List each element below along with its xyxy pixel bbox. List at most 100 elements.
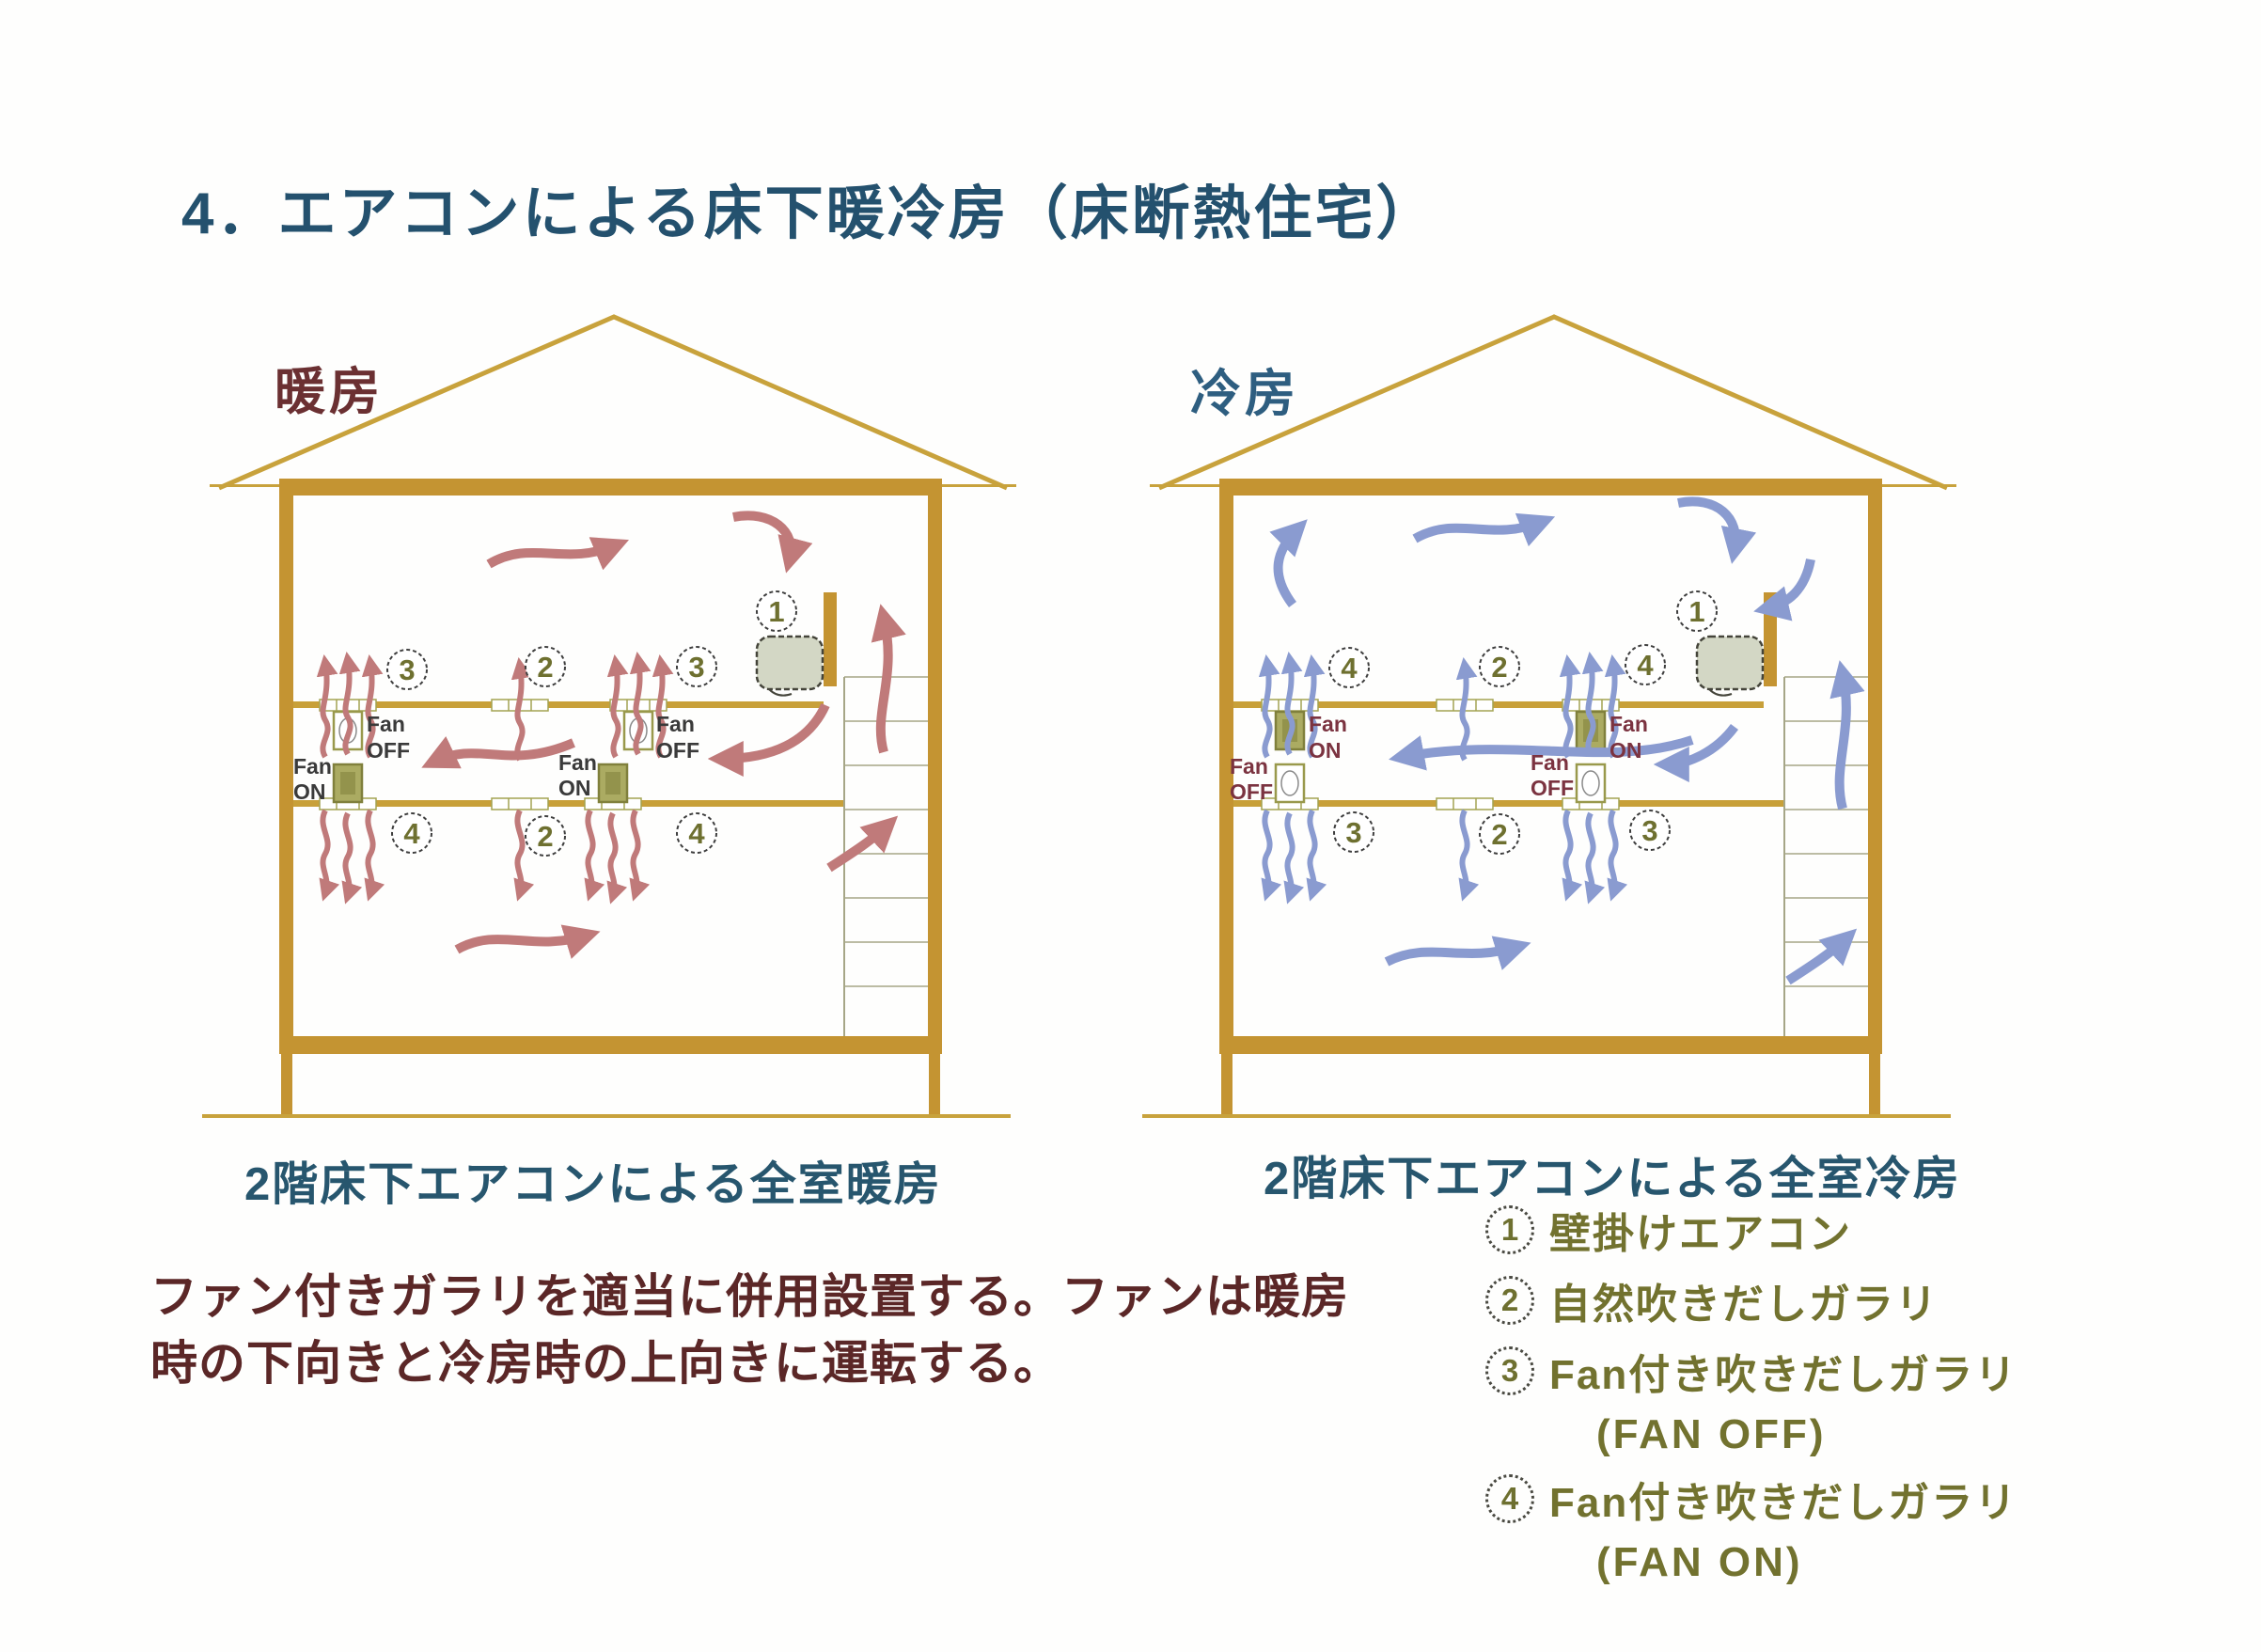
first-ceiling-line	[1233, 800, 1784, 807]
upstairs-right-arrow	[1412, 512, 1556, 547]
legend-item-natural-grille: 2 自然吹きだしガラリ	[1485, 1270, 2018, 1330]
cavity-left-arrow	[421, 736, 575, 769]
roof	[1158, 314, 1948, 491]
heating-house-diagram: Fan OFF Fan OFF Fan ON Fan ON 3 2 3 4 2 …	[202, 314, 1016, 1118]
room-airflow-arrows	[421, 511, 906, 959]
svg-text:Fan: Fan	[656, 712, 695, 736]
stair-lower-arrow	[1785, 928, 1858, 985]
upstairs-down-arrow	[732, 511, 813, 574]
ac-body	[755, 635, 824, 691]
svg-text:2: 2	[537, 651, 553, 684]
fan-grille-off	[1575, 763, 1607, 804]
svg-text:4: 4	[688, 817, 705, 850]
ac-partition-wall	[824, 592, 837, 686]
second-floor-line	[1233, 701, 1764, 708]
ceiling-beam	[279, 479, 942, 496]
stair-lower-arrow	[826, 815, 899, 873]
usage-note-line2: 時の下向きと冷房時の上向きに運転する。	[150, 1337, 1061, 1390]
legend-sub-fan-off: (FAN OFF)	[1596, 1411, 1827, 1457]
fan-state-labels: Fan ON Fan ON Fan OFF Fan OFF	[1230, 712, 1648, 804]
callout-markers: 3 2 3 4 2 4 1	[386, 590, 797, 857]
svg-text:Fan: Fan	[367, 712, 405, 736]
legend-label-4: Fan付き吹きだしガラリ	[1549, 1480, 2018, 1526]
svg-text:3: 3	[399, 653, 415, 686]
right-wall	[928, 479, 942, 1054]
svg-text:Fan: Fan	[1531, 750, 1569, 775]
ac-vane	[768, 688, 793, 697]
svg-text:OFF: OFF	[1230, 779, 1273, 804]
upstairs-down-arrow	[1677, 496, 1757, 564]
upstairs-up-arrow	[1269, 519, 1308, 608]
ac-return-arrow	[707, 702, 830, 777]
ac-vane	[1708, 688, 1733, 697]
room-airflow-arrows	[1269, 496, 1865, 985]
legend-circle-2: 2	[1485, 1276, 1534, 1325]
foundation-post	[281, 1054, 292, 1117]
svg-text:2: 2	[537, 820, 553, 853]
right-wall	[1868, 479, 1882, 1054]
stair-up-arrow	[871, 604, 906, 754]
legend-circle-1: 1	[1485, 1205, 1534, 1254]
upstairs-right-arrow	[486, 537, 630, 571]
fan-grille-on	[332, 763, 364, 804]
house-structure	[202, 314, 1016, 1118]
svg-text:Fan: Fan	[293, 754, 332, 779]
svg-text:3: 3	[688, 651, 704, 684]
first-floor-beam	[1219, 1036, 1882, 1054]
stair-up-arrow	[1829, 660, 1865, 810]
svg-text:ON: ON	[1309, 738, 1342, 763]
legend-item-fan-grille-off: 3 Fan付き吹きだしガラリ	[1485, 1341, 2018, 1401]
heating-mode-label: 暖房	[275, 364, 384, 420]
staircase	[1783, 676, 1868, 1036]
svg-text:ON: ON	[558, 776, 591, 800]
house-structure	[1142, 314, 1956, 1118]
left-wall	[279, 479, 293, 1054]
svg-text:1: 1	[1688, 595, 1704, 628]
legend-label-2: 自然吹きだしガラリ	[1549, 1282, 1939, 1328]
svg-text:OFF: OFF	[656, 738, 699, 763]
svg-text:3: 3	[1641, 814, 1657, 847]
foundation-post	[1221, 1054, 1233, 1117]
legend-circle-3: 3	[1485, 1346, 1534, 1395]
svg-text:OFF: OFF	[1531, 776, 1574, 800]
legend-sub-fan-on: (FAN ON)	[1596, 1539, 1803, 1585]
ceiling-beam	[1219, 479, 1882, 496]
legend-item-fan-grille-on: 4 Fan付き吹きだしガラリ	[1485, 1469, 2018, 1529]
cavity-left-arrow	[1389, 735, 1694, 771]
first-ceiling-line	[293, 800, 844, 807]
foundation-post	[929, 1054, 940, 1117]
svg-text:Fan: Fan	[1609, 712, 1648, 736]
svg-text:Fan: Fan	[1230, 754, 1268, 779]
svg-text:ON: ON	[293, 779, 326, 804]
svg-text:3: 3	[1345, 816, 1361, 849]
svg-text:4: 4	[1637, 649, 1654, 682]
foundation-post	[1869, 1054, 1880, 1117]
wall-ac-unit	[755, 592, 837, 697]
first-floor-beam	[279, 1036, 942, 1054]
second-floor-line	[293, 701, 824, 708]
ac-intake-arrow	[1753, 558, 1815, 621]
legend: 1 壁掛けエアコン 2 自然吹きだしガラリ 3 Fan付き吹きだしガラリ (FA…	[1485, 1200, 2018, 1586]
ac-body	[1695, 635, 1765, 691]
usage-note: ファン付きガラリを適当に併用設置する。ファンは暖房 時の下向きと冷房時の上向きに…	[150, 1264, 1354, 1397]
downstairs-right-arrow	[1384, 936, 1531, 970]
svg-text:Fan: Fan	[558, 750, 597, 775]
legend-circle-4: 4	[1485, 1474, 1534, 1523]
fan-grille-off	[1274, 763, 1306, 804]
fan-state-labels: Fan OFF Fan OFF Fan ON Fan ON	[293, 712, 699, 804]
ac-supply-arrow	[1653, 723, 1739, 782]
svg-text:2: 2	[1491, 818, 1507, 851]
legend-label-1: 壁掛けエアコン	[1549, 1211, 1852, 1257]
svg-text:1: 1	[768, 595, 784, 628]
cooling-house-diagram: Fan ON Fan ON Fan OFF Fan OFF 4 2 4 3 2 …	[1142, 314, 1956, 1118]
ground-line	[1142, 1114, 1951, 1118]
svg-text:OFF: OFF	[367, 738, 410, 763]
cooling-mode-label: 冷房	[1190, 366, 1299, 422]
heating-caption: 2階床下エアコンによる全室暖房	[244, 1159, 942, 1210]
svg-text:Fan: Fan	[1309, 712, 1347, 736]
page-title: 4．エアコンによる床下暖冷房（床断熱住宅）	[181, 181, 1437, 246]
svg-text:4: 4	[403, 817, 420, 850]
usage-note-line1: ファン付きガラリを適当に併用設置する。ファンは暖房	[150, 1270, 1349, 1323]
cooling-caption: 2階床下エアコンによる全室冷房	[1264, 1154, 1961, 1204]
